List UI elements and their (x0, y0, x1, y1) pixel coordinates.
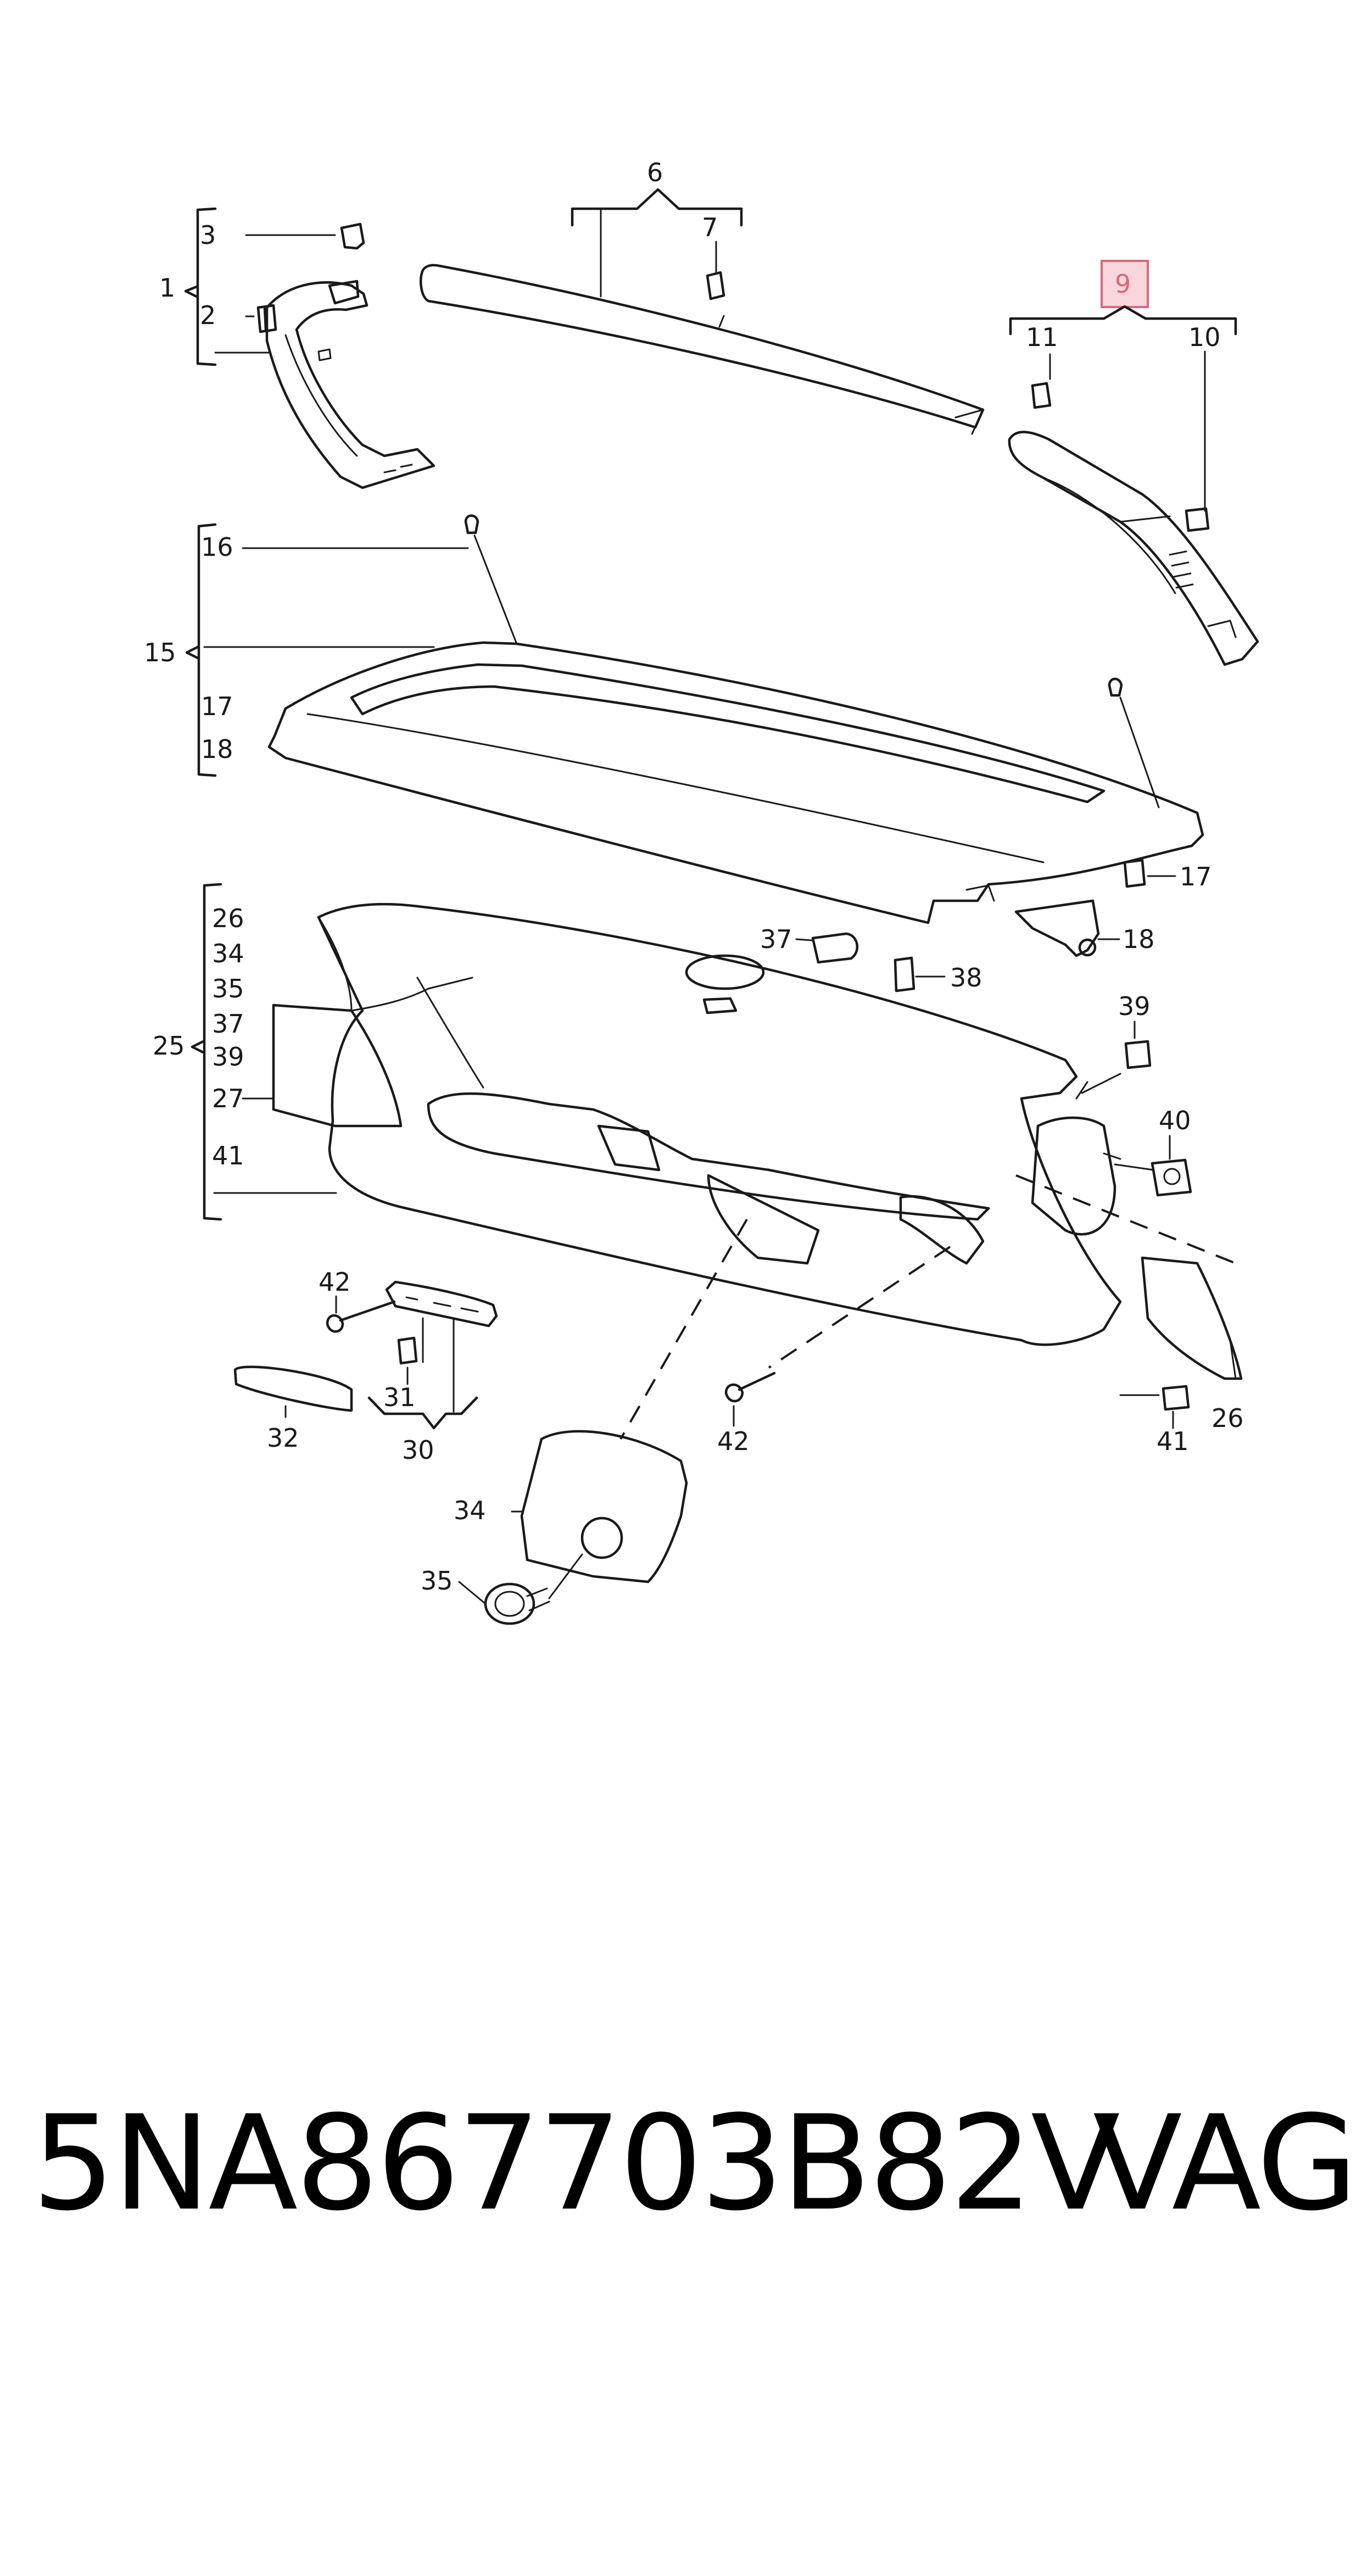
footer: 5NA867703B82V VAG (0, 2082, 1368, 2246)
callout-17: 17 (201, 692, 233, 721)
callout-30: 30 (402, 1435, 434, 1465)
callout-10: 10 (1188, 322, 1221, 352)
callout-37-right: 37 (760, 924, 792, 954)
callout-37: 37 (212, 1009, 244, 1039)
callout-42: 42 (319, 1267, 351, 1297)
callout-34: 34 (212, 939, 244, 968)
callout-41: 41 (212, 1141, 244, 1170)
callout-26: 26 (212, 904, 244, 933)
callout-18-right: 18 (1123, 924, 1155, 954)
callout-15: 15 (144, 638, 176, 667)
callout-18: 18 (201, 734, 233, 764)
callout-40: 40 (1159, 1106, 1191, 1135)
callout-26-right: 26 (1211, 1403, 1244, 1433)
callout-42-middle: 42 (717, 1426, 750, 1456)
callout-35-knob: 35 (421, 1566, 453, 1596)
callout-9: 9 (1115, 269, 1131, 299)
callout-3: 3 (200, 220, 216, 250)
callout-27: 27 (212, 1084, 244, 1113)
part-group-9 (1008, 260, 1259, 666)
callout-1: 1 (159, 273, 175, 303)
callout-7: 7 (702, 213, 718, 242)
callout-2: 2 (200, 300, 216, 330)
callout-41-right: 41 (1157, 1426, 1189, 1456)
callout-39: 39 (212, 1042, 244, 1072)
part-group-25 (191, 883, 1243, 1440)
callout-38: 38 (950, 963, 982, 993)
exploded-parts-diagram: 1 2 3 6 7 9 10 11 15 16 17 18 17 18 25 2… (144, 158, 1259, 1625)
callout-32: 32 (267, 1423, 299, 1453)
callout-11: 11 (1026, 322, 1058, 352)
callout-labels: 1 2 3 6 7 9 10 11 15 16 17 18 17 18 25 2… (144, 158, 1244, 1596)
callout-39-right: 39 (1118, 991, 1151, 1021)
brand-name: VAG (1093, 2088, 1358, 2240)
callout-17-right: 17 (1180, 862, 1212, 891)
tailgate-small-parts (233, 1280, 776, 1625)
callout-35: 35 (212, 974, 244, 1003)
callout-6: 6 (647, 158, 663, 187)
callout-31: 31 (383, 1382, 416, 1412)
callout-16: 16 (201, 532, 233, 562)
part-group-1 (184, 207, 435, 489)
callout-25: 25 (153, 1031, 185, 1061)
part-group-6 (419, 188, 985, 435)
part-group-15 (185, 514, 1204, 957)
callout-34-cover: 34 (454, 1496, 486, 1525)
part-number: 5NA867703B82V (32, 2088, 1120, 2240)
highlight-box (1101, 260, 1149, 308)
